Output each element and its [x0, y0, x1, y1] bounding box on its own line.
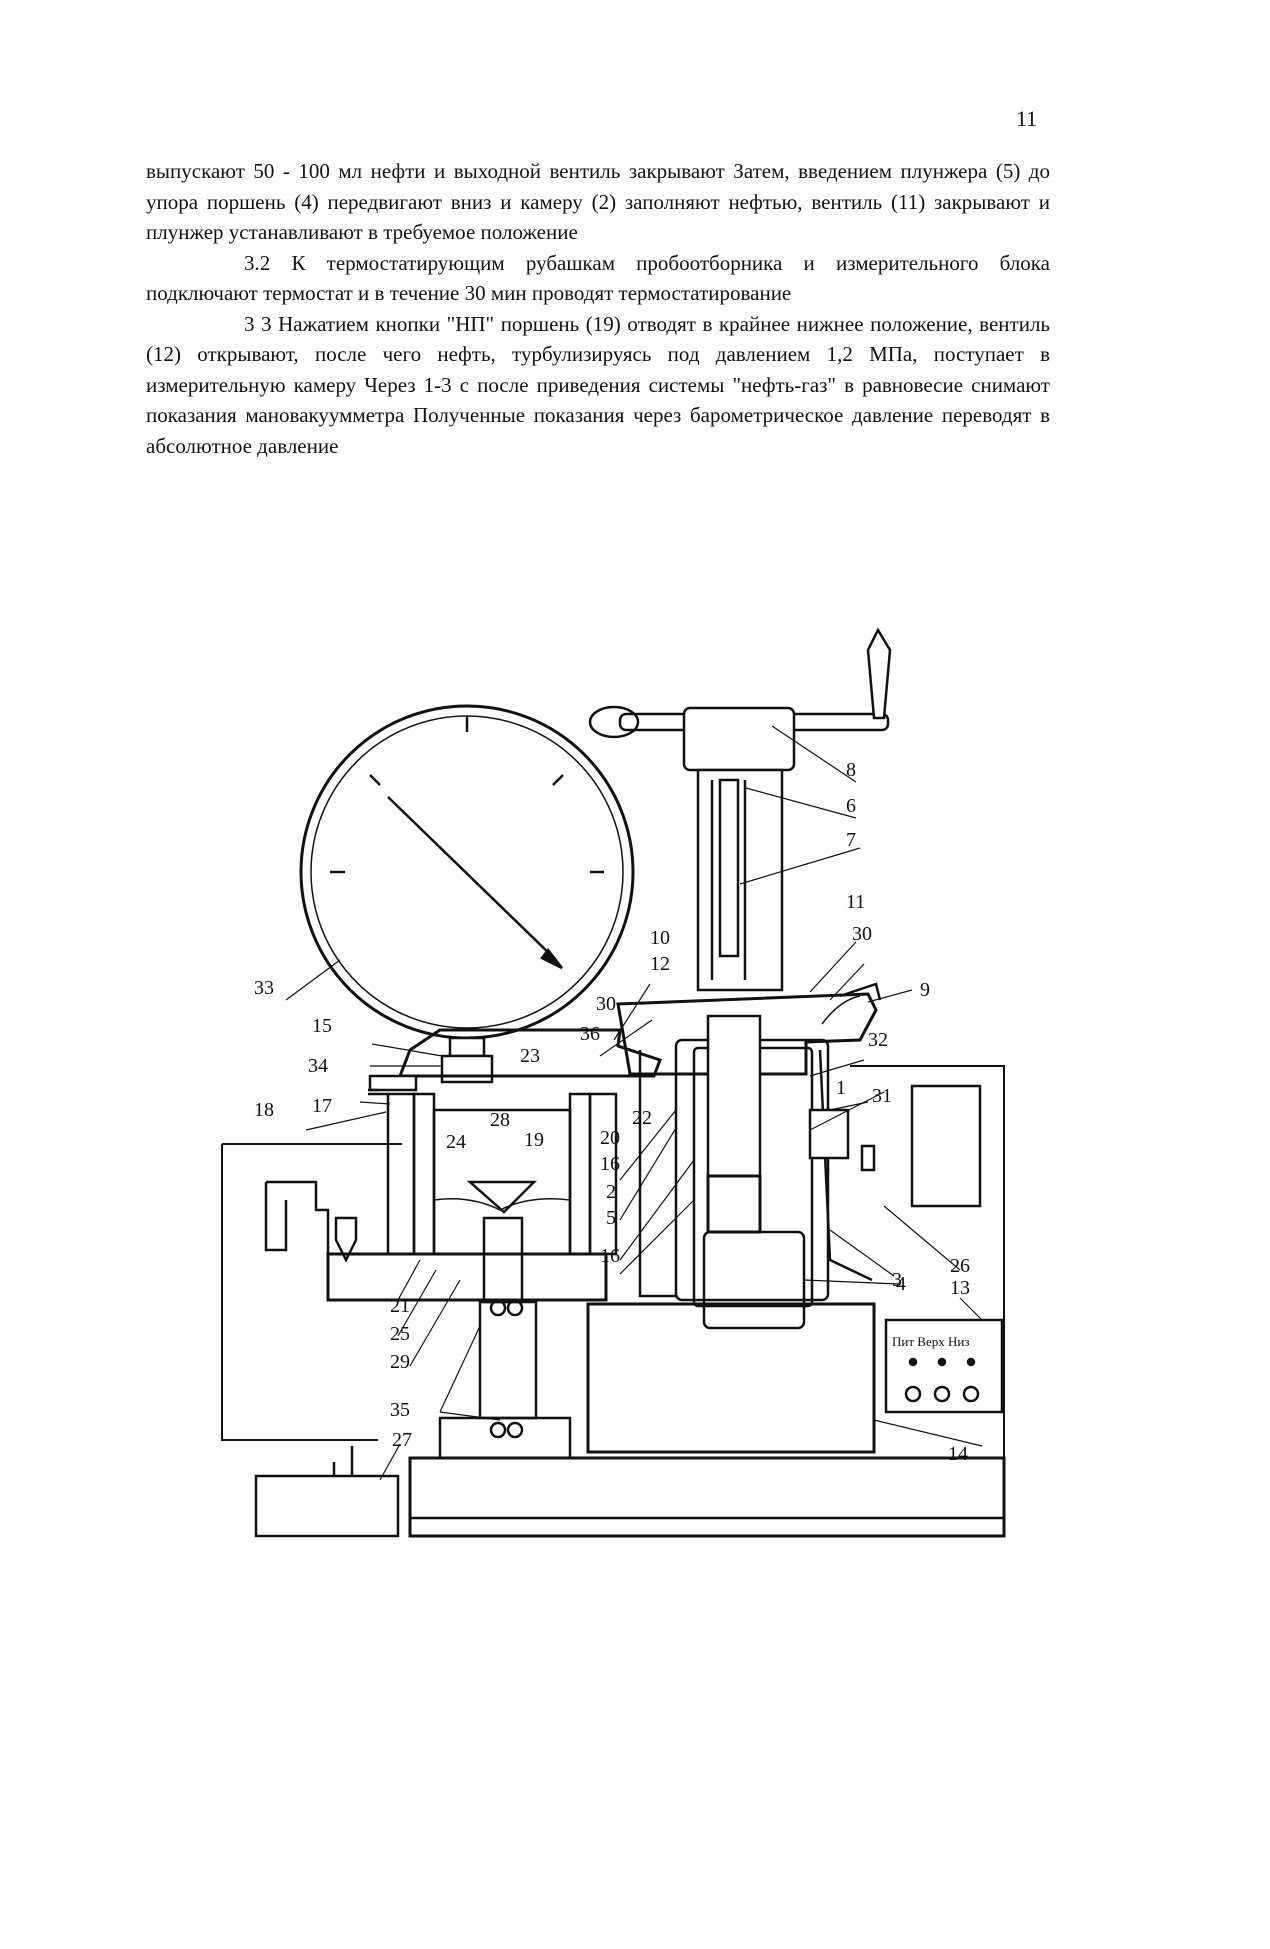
label-5: 5	[606, 1207, 616, 1229]
label-36: 36	[580, 1023, 600, 1045]
page-number: 11	[1016, 106, 1038, 131]
label-29: 29	[390, 1351, 410, 1373]
label-32: 32	[868, 1029, 888, 1051]
label-9: 9	[920, 979, 930, 1001]
label-31: 31	[872, 1085, 892, 1107]
label-11: 11	[846, 891, 865, 913]
label-34: 34	[308, 1055, 328, 1077]
control-panel: Пит Верх Низ	[892, 1334, 980, 1403]
label-2: 2	[606, 1181, 616, 1203]
paragraph-2: 3.2 К термостатирующим рубашкам пробоотб…	[146, 250, 1050, 306]
leader-lines	[285, 725, 983, 1481]
panel-header: Пит Верх Низ	[892, 1334, 969, 1349]
label-3: 3	[892, 1269, 902, 1291]
label-1: 1	[836, 1077, 846, 1099]
body-text: выпускают 50 - 100 мл нефти и выходной в…	[146, 156, 1050, 461]
label-35: 35	[390, 1399, 410, 1421]
label-26: 26	[950, 1255, 970, 1277]
label-22: 22	[632, 1107, 652, 1129]
label-10: 10	[650, 927, 670, 949]
measuring-block	[264, 1028, 662, 1304]
label-20: 20	[600, 1127, 620, 1149]
label-27: 27	[392, 1429, 412, 1451]
sampler-body	[616, 982, 982, 1330]
label-16-lower: 16	[600, 1245, 620, 1267]
label-17: 17	[312, 1095, 332, 1117]
pressure-gauge	[299, 704, 635, 1084]
label-18: 18	[254, 1099, 274, 1121]
label-25: 25	[390, 1323, 410, 1345]
part-labels: 8 6 7 11 30 10 12 9 33 30 36 15 32 23 34…	[254, 759, 970, 1465]
screw-handle	[588, 627, 892, 992]
label-6: 6	[846, 795, 856, 817]
label-13: 13	[950, 1277, 970, 1299]
paragraph-1: выпускают 50 - 100 мл нефти и выходной в…	[146, 159, 1050, 244]
label-33: 33	[254, 977, 274, 999]
label-30-top: 30	[852, 923, 872, 945]
label-28: 28	[490, 1109, 510, 1131]
label-14: 14	[948, 1443, 968, 1465]
label-21: 21	[390, 1295, 410, 1317]
base-and-drive	[221, 1065, 1006, 1538]
label-4-visible: 4	[896, 1273, 906, 1295]
label-12: 12	[650, 953, 670, 975]
paragraph-3: 3 3 Нажатием кнопки "НП" поршень (19) от…	[146, 311, 1050, 458]
label-15: 15	[312, 1015, 332, 1037]
label-30-mid: 30	[596, 993, 616, 1015]
label-23: 23	[520, 1045, 540, 1067]
label-7: 7	[846, 829, 856, 851]
label-24: 24	[446, 1131, 466, 1153]
label-8: 8	[846, 759, 856, 781]
label-16-upper: 16	[600, 1153, 620, 1175]
label-19: 19	[524, 1129, 544, 1151]
